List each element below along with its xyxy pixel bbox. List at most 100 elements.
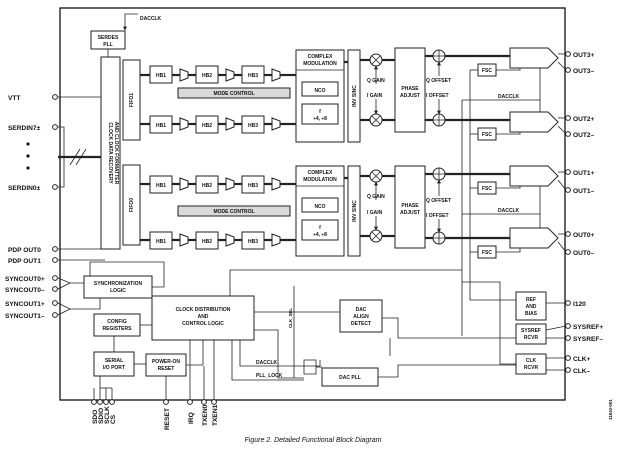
svg-text:CONFIG: CONFIG	[107, 319, 127, 325]
hb2-top-b: HB2	[195, 115, 219, 134]
svg-text:OUT1+: OUT1+	[573, 170, 595, 177]
svg-text:DAC PLL: DAC PLL	[339, 375, 361, 381]
svg-text:REF: REF	[526, 297, 536, 303]
svg-text:SYNCHRONIZATION: SYNCHRONIZATION	[94, 281, 143, 287]
fsc-top-b: FSC	[477, 127, 497, 141]
pin-vtt: VTT	[8, 95, 20, 102]
pin-serdin7: SERDIN7±	[8, 125, 41, 132]
svg-text:ALIGN: ALIGN	[353, 314, 369, 320]
fsc-top-a: FSC	[477, 63, 497, 77]
svg-text:SYSREF–: SYSREF–	[573, 336, 603, 343]
svg-text:MODULATION: MODULATION	[303, 177, 337, 183]
svg-text:IRQ: IRQ	[188, 412, 195, 424]
svg-text:PHASE: PHASE	[401, 203, 419, 209]
hb1-top-b: HB1	[149, 115, 173, 134]
svg-text:f: f	[319, 225, 321, 231]
svg-text:Q OFFSET: Q OFFSET	[426, 78, 451, 84]
svg-text:OUT3+: OUT3+	[573, 52, 595, 59]
hb2-top-a: HB2	[195, 65, 219, 84]
svg-text:OUT0+: OUT0+	[573, 232, 595, 239]
hb3-bot-b: HB3	[241, 231, 265, 250]
svg-text:REGISTERS: REGISTERS	[103, 326, 133, 332]
bottom-pins: SDO SDIO SCLK CS RESET IRQ TXEN0 TXEN1	[91, 340, 219, 430]
dacclk-bottom-label: DACCLK	[256, 360, 277, 366]
svg-text:HB3: HB3	[248, 239, 258, 245]
svg-text:SERIAL: SERIAL	[105, 358, 123, 364]
svg-text:SYSREF: SYSREF	[521, 328, 541, 334]
svg-text:DACCLK: DACCLK	[498, 94, 519, 100]
mode-control-bottom: MODE CONTROL	[177, 205, 291, 217]
fifo0-block: FIFO0	[122, 164, 141, 246]
svg-text:CLK–: CLK–	[573, 368, 591, 375]
svg-text:COMPLEX: COMPLEX	[308, 54, 333, 60]
svg-text:NCO: NCO	[314, 204, 325, 210]
hb3-top-a: HB3	[241, 65, 265, 84]
dac-align-detect-block: DAC ALIGN DETECT	[339, 299, 383, 333]
svg-text:HB2: HB2	[202, 183, 212, 189]
svg-text:DACCLK: DACCLK	[498, 208, 519, 214]
inv-sinc-bottom: INV SINC	[347, 165, 361, 257]
hb1-bot-a: HB1	[149, 175, 173, 194]
figure-caption: Figure 2. Detailed Functional Block Diag…	[245, 437, 382, 444]
fsc-bot-a: FSC	[477, 181, 497, 195]
pin-serdin0: SERDIN0±	[8, 185, 41, 192]
svg-text:I120: I120	[573, 301, 586, 308]
svg-text:OUT2+: OUT2+	[573, 116, 595, 123]
figure-id: 11840-001	[608, 399, 613, 420]
svg-text:HB2: HB2	[202, 123, 212, 129]
svg-text:FSC: FSC	[482, 68, 492, 74]
svg-text:OUT3–: OUT3–	[573, 68, 595, 75]
config-registers-block: CONFIG REGISTERS	[93, 313, 141, 337]
pin-pdp-out0: PDP OUT0	[8, 247, 41, 254]
svg-text:INV SINC: INV SINC	[352, 200, 358, 222]
svg-text:CONTROL LOGIC: CONTROL LOGIC	[182, 321, 224, 327]
svg-text:DAC: DAC	[356, 307, 367, 313]
hb1-top-a: HB1	[149, 65, 173, 84]
svg-text:HB3: HB3	[248, 73, 258, 79]
svg-text:SDIO: SDIO	[98, 408, 105, 424]
svg-text:FIFO0: FIFO0	[129, 198, 135, 212]
svg-text:ADJUST: ADJUST	[400, 210, 420, 216]
svg-text:HB2: HB2	[202, 239, 212, 245]
mode-control-top: MODE CONTROL	[177, 87, 291, 99]
serial-io-port-block: SERIAL I/O PORT	[93, 351, 135, 377]
svg-text:f: f	[319, 109, 321, 115]
svg-text:SYSREF+: SYSREF+	[573, 324, 603, 331]
complex-modulation-top: COMPLEX MODULATION NCO f ÷4, ÷8	[295, 49, 345, 143]
fifo1-block: FIFO1	[122, 59, 141, 141]
svg-text:I OFFSET: I OFFSET	[426, 213, 449, 219]
svg-text:COMPLEX: COMPLEX	[308, 170, 333, 176]
fsc-bot-b: FSC	[477, 245, 497, 259]
pin-syncout1-plus: SYNCOUT1+	[5, 301, 45, 308]
hb3-bot-a: HB3	[241, 175, 265, 194]
svg-text:BIAS: BIAS	[525, 311, 538, 317]
svg-text:HB1: HB1	[156, 239, 166, 245]
synchronization-logic-block: SYNCHRONIZATION LOGIC	[83, 275, 153, 299]
phase-adjust-top: PHASE ADJUST	[394, 47, 426, 133]
dac1	[509, 165, 559, 187]
ref-bias-block: REF AND BIAS	[515, 291, 547, 321]
dac0	[509, 227, 559, 249]
svg-text:FSC: FSC	[482, 186, 492, 192]
svg-text:PLL: PLL	[103, 42, 112, 48]
svg-text:FSC: FSC	[482, 132, 492, 138]
svg-text:FIFO1: FIFO1	[129, 93, 135, 107]
clk-sel-label: CLK_SEL	[288, 308, 293, 328]
svg-text:ADJUST: ADJUST	[400, 93, 420, 99]
dac2	[509, 111, 559, 133]
complex-modulation-bottom: COMPLEX MODULATION NCO f ÷4, ÷8	[295, 165, 345, 257]
svg-text:SERDES: SERDES	[98, 35, 119, 41]
dac-pll-block: DAC PLL	[321, 367, 379, 387]
dac3	[509, 47, 559, 69]
clock-data-recovery-block: CLOCK DATA RECOVERY AND CLOCK FORMATTER	[100, 56, 121, 250]
svg-text:AND CLOCK FORMATTER: AND CLOCK FORMATTER	[113, 122, 119, 185]
svg-text:TXEN1: TXEN1	[212, 404, 219, 426]
svg-text:CLK: CLK	[526, 358, 537, 364]
dacclk-top-label: DACCLK	[140, 16, 161, 22]
svg-text:I GAIN: I GAIN	[367, 93, 383, 99]
svg-text:÷4, ÷8: ÷4, ÷8	[313, 116, 327, 122]
svg-text:HB1: HB1	[156, 73, 166, 79]
svg-text:CLOCK DISTRIBUTION: CLOCK DISTRIBUTION	[176, 307, 231, 313]
svg-text:HB2: HB2	[202, 73, 212, 79]
